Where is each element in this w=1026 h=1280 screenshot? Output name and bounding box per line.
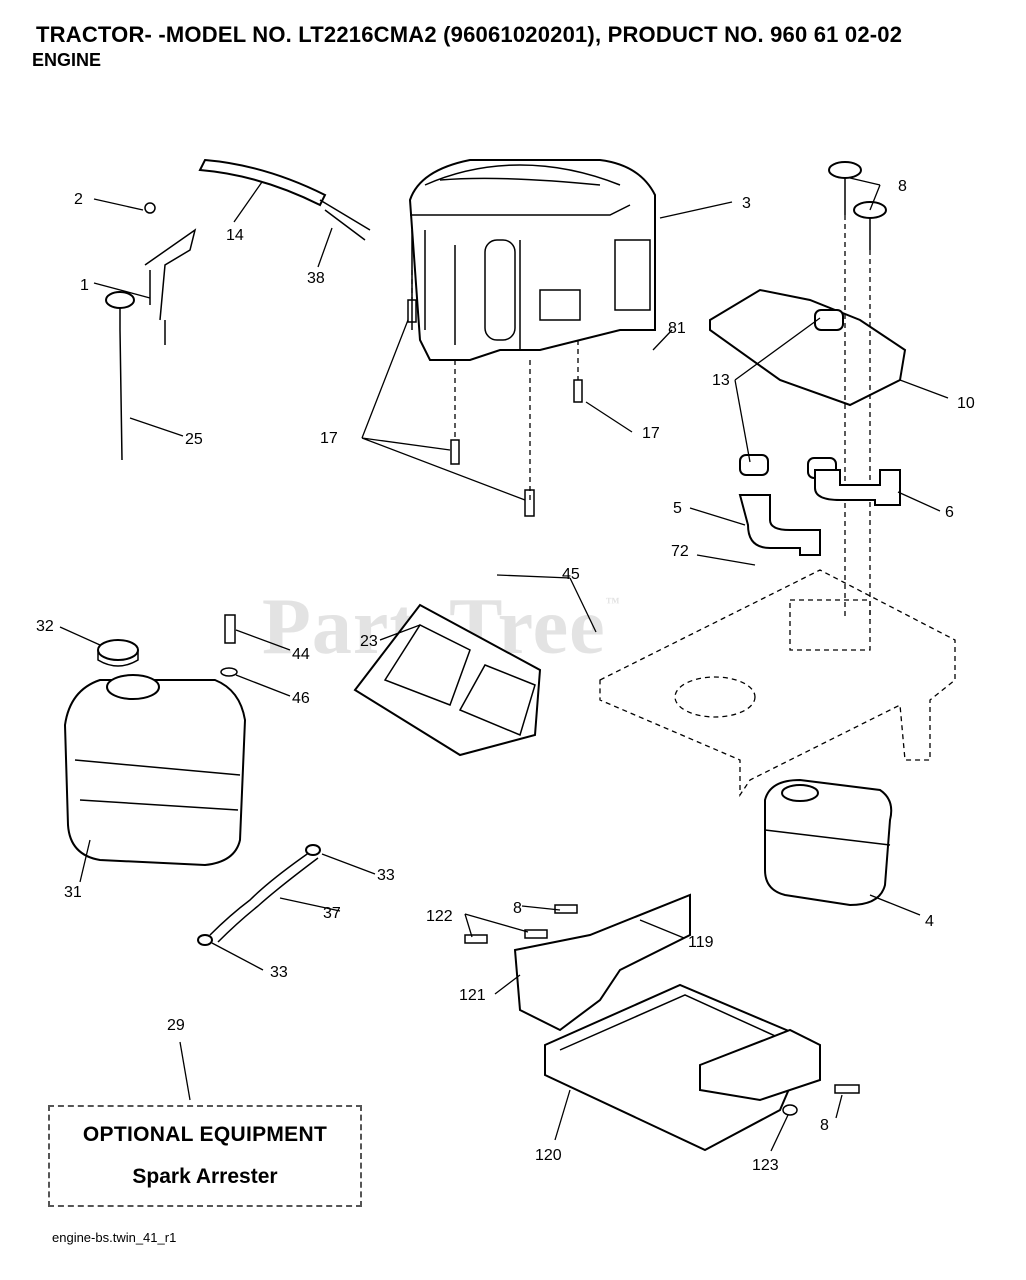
callout-38: 38 bbox=[307, 270, 325, 287]
callout-2: 2 bbox=[74, 191, 83, 208]
callout-33-bottom: 33 bbox=[270, 964, 288, 981]
callout-13: 13 bbox=[712, 372, 730, 389]
muffler bbox=[764, 778, 893, 907]
callout-46: 46 bbox=[292, 690, 310, 707]
fuel-tank bbox=[63, 639, 247, 867]
heat-shield bbox=[709, 288, 907, 407]
callout-4: 4 bbox=[925, 913, 934, 930]
tractor-frame bbox=[599, 569, 956, 798]
callout-33-top: 33 bbox=[377, 867, 395, 884]
callout-122: 122 bbox=[426, 908, 453, 925]
callout-123: 123 bbox=[752, 1157, 779, 1174]
callout-45: 45 bbox=[562, 566, 580, 583]
callout-29: 29 bbox=[167, 1017, 185, 1034]
callout-1: 1 bbox=[80, 277, 89, 294]
engine-drawing bbox=[408, 159, 656, 361]
callout-81: 81 bbox=[668, 320, 686, 337]
callout-17-right: 17 bbox=[642, 425, 660, 442]
callout-labels: 1 2 3 4 5 6 8 8 8 10 13 14 17 17 23 25 2… bbox=[36, 178, 975, 1174]
callout-8-guard: 8 bbox=[513, 900, 522, 917]
callout-44: 44 bbox=[292, 646, 310, 663]
callout-8-side: 8 bbox=[820, 1117, 829, 1134]
callout-6: 6 bbox=[945, 504, 954, 521]
engine-plate bbox=[353, 603, 542, 757]
callout-25: 25 bbox=[185, 431, 203, 448]
spark-arrester-label: Spark Arrester bbox=[132, 1165, 278, 1188]
callout-5: 5 bbox=[673, 500, 682, 517]
callout-10: 10 bbox=[957, 395, 975, 412]
leader-lines bbox=[59, 177, 949, 1152]
optional-equipment-title: OPTIONAL EQUIPMENT bbox=[82, 1123, 328, 1146]
callout-72: 72 bbox=[671, 543, 689, 560]
callout-120: 120 bbox=[535, 1147, 562, 1164]
dipstick bbox=[105, 291, 135, 461]
callout-8-top: 8 bbox=[898, 178, 907, 195]
callout-31: 31 bbox=[64, 884, 82, 901]
callout-121: 121 bbox=[459, 987, 486, 1004]
engine-guard bbox=[513, 893, 821, 1152]
callout-32: 32 bbox=[36, 618, 54, 635]
fuel-line bbox=[198, 158, 327, 207]
diagram-code: engine-bs.twin_41_r1 bbox=[52, 1230, 177, 1245]
callout-37: 37 bbox=[323, 905, 341, 922]
callout-14: 14 bbox=[226, 227, 244, 244]
callout-119: 119 bbox=[688, 934, 714, 951]
optional-equipment-box: OPTIONAL EQUIPMENT Spark Arrester bbox=[48, 1105, 362, 1207]
diagram-subtitle: ENGINE bbox=[32, 50, 102, 70]
callout-17-left: 17 bbox=[320, 430, 338, 447]
callout-23: 23 bbox=[360, 633, 378, 650]
callout-3: 3 bbox=[742, 195, 751, 212]
diagram-title: TRACTOR- -MODEL NO. LT2216CMA2 (96061020… bbox=[36, 22, 903, 47]
